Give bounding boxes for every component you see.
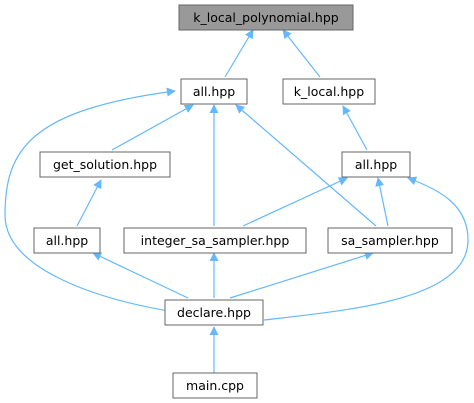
svg-text:integer_sa_sampler.hpp: integer_sa_sampler.hpp xyxy=(141,233,290,248)
svg-text:k_local.hpp: k_local.hpp xyxy=(294,84,364,99)
edge-all-b-to-get-solution xyxy=(76,179,102,227)
svg-text:get_solution.hpp: get_solution.hpp xyxy=(53,157,157,172)
node-get-solution-hpp[interactable]: get_solution.hpp xyxy=(39,151,171,178)
nodes: k_local_polynomial.hpp all.hpp k_local.h… xyxy=(33,4,453,399)
node-sa-sampler-hpp[interactable]: sa_sampler.hpp xyxy=(327,227,453,254)
svg-text:k_local_polynomial.hpp: k_local_polynomial.hpp xyxy=(193,10,339,25)
edge-sa-sampler-to-all-c xyxy=(375,177,389,227)
svg-text:sa_sampler.hpp: sa_sampler.hpp xyxy=(341,233,439,248)
svg-text:declare.hpp: declare.hpp xyxy=(177,305,251,320)
edge-all-c-to-k-local xyxy=(342,105,368,151)
svg-text:main.cpp: main.cpp xyxy=(186,378,244,393)
edges xyxy=(4,29,469,373)
node-k-local-polynomial-hpp[interactable]: k_local_polynomial.hpp xyxy=(178,4,354,31)
edge-k-local-to-k-local-polynomial xyxy=(282,29,321,78)
edge-declare-to-all-c xyxy=(263,176,469,321)
edge-sa-sampler-to-all-a xyxy=(235,104,377,227)
node-all-hpp-top[interactable]: all.hpp xyxy=(180,78,248,105)
edge-declare-to-all-a xyxy=(4,87,176,313)
edge-integer-sa-sampler-to-all-c xyxy=(242,177,348,227)
node-integer-sa-sampler-hpp[interactable]: integer_sa_sampler.hpp xyxy=(123,227,307,254)
node-k-local-hpp[interactable]: k_local.hpp xyxy=(282,78,376,105)
svg-text:all.hpp: all.hpp xyxy=(355,157,397,172)
svg-text:all.hpp: all.hpp xyxy=(46,233,88,248)
edge-declare-to-all-b xyxy=(92,252,189,299)
node-main-cpp[interactable]: main.cpp xyxy=(172,372,258,399)
node-all-hpp-right[interactable]: all.hpp xyxy=(341,151,411,178)
node-declare-hpp[interactable]: declare.hpp xyxy=(164,299,264,326)
node-all-hpp-left[interactable]: all.hpp xyxy=(33,227,101,254)
edge-all-a-to-k-local-polynomial xyxy=(224,29,254,78)
edge-declare-to-sa-sampler xyxy=(229,251,374,299)
svg-text:all.hpp: all.hpp xyxy=(193,84,235,99)
edge-get-solution-to-all-a xyxy=(111,104,194,151)
